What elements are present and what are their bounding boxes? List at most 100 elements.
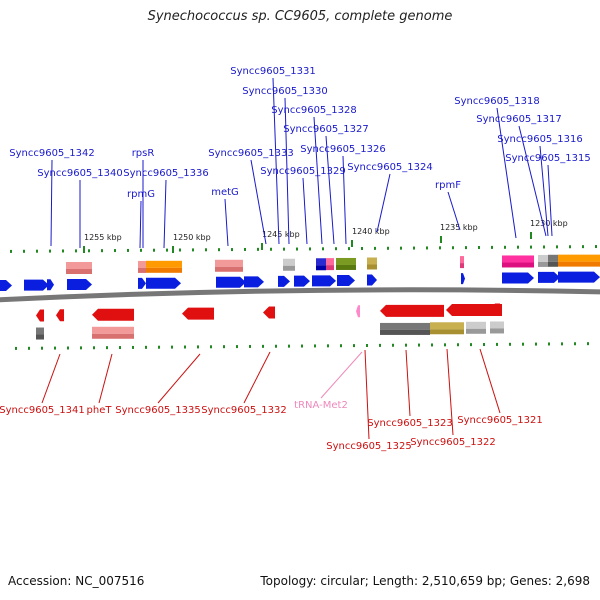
forward-gene-label: Syncc9605_1326 [300, 144, 386, 155]
tick-mark [88, 249, 90, 253]
forward-leader-line [547, 164, 553, 237]
tick-mark [426, 246, 428, 250]
reverse-leader-line [157, 353, 201, 404]
cog-box [548, 261, 558, 267]
forward-gene-arrow [461, 273, 465, 285]
tick-mark [387, 246, 389, 250]
tick-mark [262, 344, 264, 348]
forward-gene-arrow [312, 275, 336, 287]
cog-box [430, 329, 464, 335]
tick-mark [270, 247, 272, 251]
cog-box [380, 322, 430, 330]
tick-mark [405, 343, 407, 347]
forward-gene-arrow [337, 274, 355, 286]
tick-mark [80, 346, 82, 350]
cog-box [502, 255, 534, 263]
forward-gene-arrow [146, 277, 181, 289]
kbp-tick-mark [261, 243, 263, 250]
tick-mark [119, 346, 121, 350]
cog-box [336, 257, 356, 265]
cog-box [92, 333, 134, 339]
tick-mark [413, 246, 415, 250]
reverse-gene-label: Syncc9605_1322 [410, 437, 496, 448]
tick-mark [348, 247, 350, 251]
forward-gene-label: rpmF [435, 180, 461, 191]
tick-mark [392, 343, 394, 347]
reverse-gene-arrow [56, 309, 64, 322]
cog-box [466, 328, 486, 334]
tick-mark [379, 343, 381, 347]
tick-mark [517, 245, 519, 249]
tick-mark [374, 246, 376, 250]
tick-mark [223, 345, 225, 349]
kbp-tick-label: 1250 kbp [173, 233, 211, 242]
genome-summary-text: Topology: circular; Length: 2,510,659 bp… [260, 574, 590, 588]
tick-mark [548, 342, 550, 346]
tick-mark [595, 245, 597, 249]
tick-mark [444, 343, 446, 347]
tick-mark [218, 248, 220, 252]
reverse-leader-line [98, 353, 113, 404]
label-leaders [41, 77, 553, 440]
tick-mark [478, 246, 480, 250]
cog-box [430, 322, 464, 330]
tick-mark [439, 246, 441, 250]
forward-leader-line [496, 107, 517, 239]
tick-mark [205, 248, 207, 252]
tick-mark [431, 343, 433, 347]
reverse-gene-arrow [263, 306, 275, 319]
tick-mark [561, 342, 563, 346]
tick-mark [491, 245, 493, 249]
reverse-gene-arrow [356, 305, 360, 318]
reverse-leader-line [243, 351, 271, 404]
tick-mark [15, 346, 17, 350]
accession-text: Accession: NC_007516 [8, 574, 145, 588]
cog-box [466, 321, 486, 329]
forward-leader-line [518, 125, 547, 237]
tick-mark [41, 346, 43, 350]
tick-mark [509, 342, 511, 346]
cog-box [283, 258, 295, 266]
forward-gene-arrow [278, 275, 290, 287]
reverse-gene-arrow [446, 304, 502, 317]
tick-mark [158, 345, 160, 349]
forward-gene-arrow [538, 271, 560, 283]
cog-box [502, 262, 534, 268]
tick-mark [283, 247, 285, 251]
cog-box [538, 261, 548, 267]
forward-gene-arrow [216, 276, 246, 288]
tick-mark [335, 247, 337, 251]
cog-box [138, 260, 146, 268]
tick-mark [145, 345, 147, 349]
tick-mark [314, 344, 316, 348]
cog-box [215, 259, 243, 267]
tick-mark [236, 345, 238, 349]
cog-box [490, 321, 504, 329]
tick-mark [192, 248, 194, 252]
reverse-leader-line [364, 349, 370, 440]
reverse-gene-arrow [380, 304, 444, 317]
cog-box [66, 262, 92, 270]
forward-leader-line [272, 77, 280, 245]
tick-mark [114, 249, 116, 253]
forward-gene-label: rpmG [127, 189, 155, 200]
map-title: Synechococcus sp. CC9605, complete genom… [147, 9, 453, 24]
forward-leader-line [163, 179, 167, 249]
tick-mark [67, 346, 69, 350]
tick-mark [470, 343, 472, 347]
forward-gene-label: Syncc9605_1327 [283, 124, 369, 135]
tick-mark [36, 249, 38, 253]
forward-gene-label: Syncc9605_1316 [497, 134, 583, 145]
cog-box [336, 264, 356, 270]
forward-leader-line [50, 159, 53, 247]
tick-mark [301, 344, 303, 348]
forward-gene-label: Syncc9605_1317 [476, 114, 562, 125]
tick-mark [366, 343, 368, 347]
forward-gene-arrow [0, 280, 12, 291]
tick-mark [418, 343, 420, 347]
tick-mark [569, 245, 571, 249]
tick-mark [457, 343, 459, 347]
tick-mark [556, 245, 558, 249]
